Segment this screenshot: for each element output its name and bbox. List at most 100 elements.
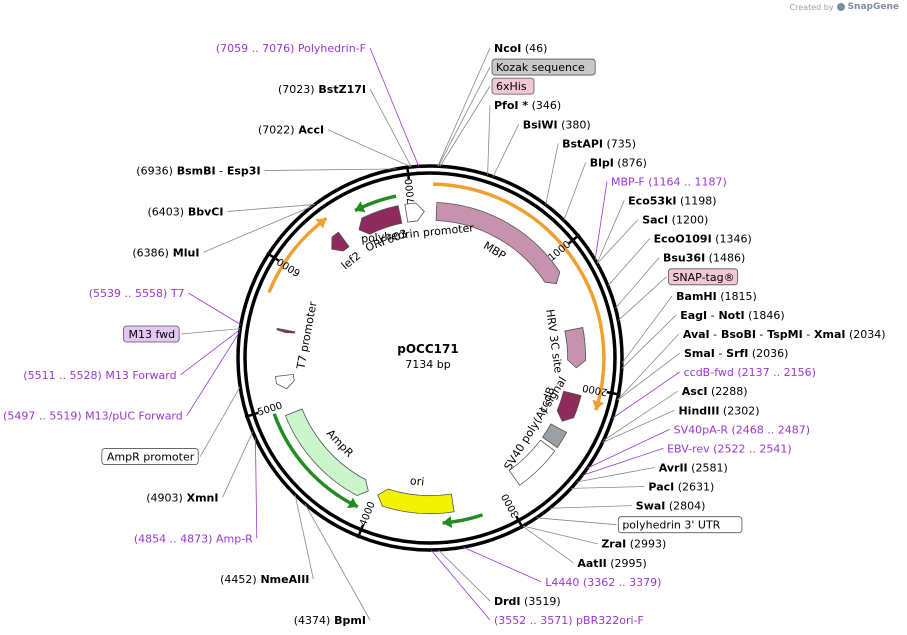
feature-snapfeat[interactable]	[564, 327, 587, 369]
feature-amprfeat[interactable]	[284, 408, 369, 496]
site-bpmi[interactable]: (4374) BpmI	[294, 503, 371, 627]
site-bbvci[interactable]: (6403) BbvCI	[147, 204, 315, 218]
site-bstz17i[interactable]: (7023) BstZ17I	[278, 83, 412, 168]
feature-sv40[interactable]	[541, 423, 568, 449]
site-label-part: AscI	[682, 385, 708, 398]
site-label-part: -	[715, 347, 722, 360]
site-sv40par[interactable]: SV40pA-R (2468 .. 2487)	[587, 423, 810, 469]
site-label-part: MluI	[169, 246, 199, 259]
site-label: (5497 .. 5519) M13/pUC Forward	[3, 410, 183, 423]
leader-line	[522, 525, 598, 545]
site-snaptag[interactable]: SNAP-tag®	[618, 268, 739, 321]
leader-line	[492, 124, 520, 177]
site-mlui[interactable]: (6386) MluI	[132, 205, 313, 259]
site-polh3utr[interactable]: polyhedrin 3' UTR	[536, 516, 743, 534]
site-label: AatII (2995)	[577, 557, 646, 570]
site-label-part: (7022)	[258, 124, 295, 137]
site-label-part: (1346)	[712, 233, 752, 246]
site-l4440[interactable]: L4440 (3362 .. 3379)	[462, 546, 661, 589]
site-ncoi[interactable]: NcoI (46)	[437, 42, 548, 167]
site-label-part: PacI	[648, 481, 674, 494]
site-label: ZraI (2993)	[601, 538, 666, 551]
site-aatii[interactable]: AatII (2995)	[522, 525, 647, 570]
site-eagi[interactable]: EagI - NotI (1846)	[621, 309, 785, 369]
site-xmni[interactable]: (4903) XmnI	[146, 431, 254, 505]
leader-line	[181, 328, 241, 335]
site-label-part: XmaI	[810, 328, 845, 341]
feature-t7prom[interactable]	[276, 327, 296, 334]
feature-polh3[interactable]	[508, 439, 556, 486]
site-label: EcoO109I (1346)	[654, 233, 752, 246]
site-label: BamHI (1815)	[676, 290, 757, 303]
site-label-part: (1846)	[745, 309, 785, 322]
feature-mbp[interactable]	[435, 202, 561, 285]
tick-mark	[515, 515, 525, 529]
site-polhf[interactable]: (7059 .. 7076) Polyhedrin-F	[216, 42, 420, 167]
site-label-part: Polyhedrin-F	[294, 42, 366, 55]
plasmid-name: pOCC171	[397, 342, 458, 356]
site-nmeaiii[interactable]: (4452) NmeAIII	[220, 494, 314, 587]
site-label-part: (2302)	[719, 404, 759, 417]
orf-snap-arc[interactable]	[433, 182, 606, 411]
site-bstapi[interactable]: BstAPI (735)	[545, 137, 636, 205]
feature-label-t7prom: T7 promoter	[294, 300, 319, 371]
site-m13puc[interactable]: (5497 .. 5519) M13/pUC Forward	[3, 331, 241, 423]
site-asci[interactable]: AscI (2288)	[603, 385, 748, 441]
site-m13fwdbox[interactable]: M13 fwd	[123, 325, 241, 343]
site-pfoi[interactable]: PfoI * (346)	[487, 99, 562, 175]
site-eco53ki[interactable]: Eco53kI (1198)	[596, 195, 717, 264]
site-ebvrev[interactable]: EBV-rev (2522 .. 2541)	[581, 442, 792, 476]
site-ccdbfwd[interactable]: ccdB-fwd (2137 .. 2156)	[612, 366, 816, 419]
site-label-part: (2631)	[674, 481, 714, 494]
site-t7[interactable]: (5539 .. 5558) T7	[89, 287, 242, 326]
site-m13fwd[interactable]: (5511 .. 5528) M13 Forward	[23, 329, 241, 382]
site-box-label: AmpR promoter	[107, 451, 195, 464]
site-pbr322ori[interactable]: (3552 .. 3571) pBR322ori-F	[430, 549, 644, 627]
site-blpi[interactable]: BlpI (876)	[563, 156, 647, 221]
site-label-part: Eco53kI	[628, 195, 676, 208]
site-kozak[interactable]: Kozak sequence	[438, 58, 596, 167]
site-label-part: DrdI	[494, 595, 521, 608]
site-avrii[interactable]: AvrII (2581)	[576, 461, 728, 483]
site-acci[interactable]: (7022) AccI	[258, 124, 412, 168]
site-label-part: (3362 .. 3379)	[579, 576, 661, 589]
site-drdi[interactable]: DrdI (3519)	[437, 549, 561, 608]
orf-amp-arc[interactable]	[272, 413, 359, 509]
site-amprprom[interactable]: AmpR promoter	[101, 386, 241, 465]
site-box	[123, 325, 180, 343]
feature-polhprom[interactable]	[404, 202, 425, 223]
site-paci[interactable]: PacI (2631)	[570, 481, 714, 494]
site-label: SwaI (2804)	[636, 500, 706, 513]
site-zrai[interactable]: ZraI (2993)	[522, 525, 666, 551]
feature-lef2[interactable]	[331, 231, 350, 252]
site-label-part: SmaI	[684, 347, 715, 360]
leader-line	[594, 181, 608, 261]
site-bsu36i[interactable]: Bsu36I (1486)	[615, 252, 745, 309]
site-label: SacI (1200)	[642, 214, 708, 227]
feature-ori[interactable]	[377, 488, 455, 515]
site-saci[interactable]: SacI (1200)	[596, 214, 708, 264]
site-bsmbi[interactable]: (6936) BsmBI - Esp3I	[136, 165, 397, 178]
site-bsiwi[interactable]: BsiWI (380)	[492, 118, 591, 177]
site-swai[interactable]: SwaI (2804)	[549, 500, 706, 513]
site-his[interactable]: 6xHis	[439, 77, 535, 167]
site-ampr[interactable]: (4854 .. 4873) Amp-R	[134, 437, 258, 545]
site-eco0109i[interactable]: EcoO109I (1346)	[607, 233, 752, 287]
site-label: (7059 .. 7076) Polyhedrin-F	[216, 42, 366, 55]
site-label-part: -	[710, 328, 717, 341]
site-label-part: (2137 .. 2156)	[734, 366, 816, 379]
site-mbpf[interactable]: MBP-F (1164 .. 1187)	[594, 175, 727, 261]
feature-ampprom[interactable]	[275, 373, 295, 390]
site-label-part: ccdB-fwd	[684, 366, 734, 379]
site-hindiii[interactable]: HindIII (2302)	[602, 404, 760, 444]
site-bamhi[interactable]: BamHI (1815)	[621, 290, 757, 364]
site-smai[interactable]: SmaI - SrfI (2036)	[617, 347, 788, 401]
feature-ccdb[interactable]	[556, 390, 582, 422]
site-label-part: BpmI	[330, 614, 366, 627]
site-label: SV40pA-R (2468 .. 2487)	[674, 423, 810, 436]
site-avai[interactable]: AvaI - BsoBI - TspMI - XmaI (2034)	[617, 328, 886, 401]
feature-orf603[interactable]	[358, 205, 403, 235]
site-label-part: (4903)	[146, 491, 183, 504]
site-label-part: EBV-rev	[667, 442, 710, 455]
